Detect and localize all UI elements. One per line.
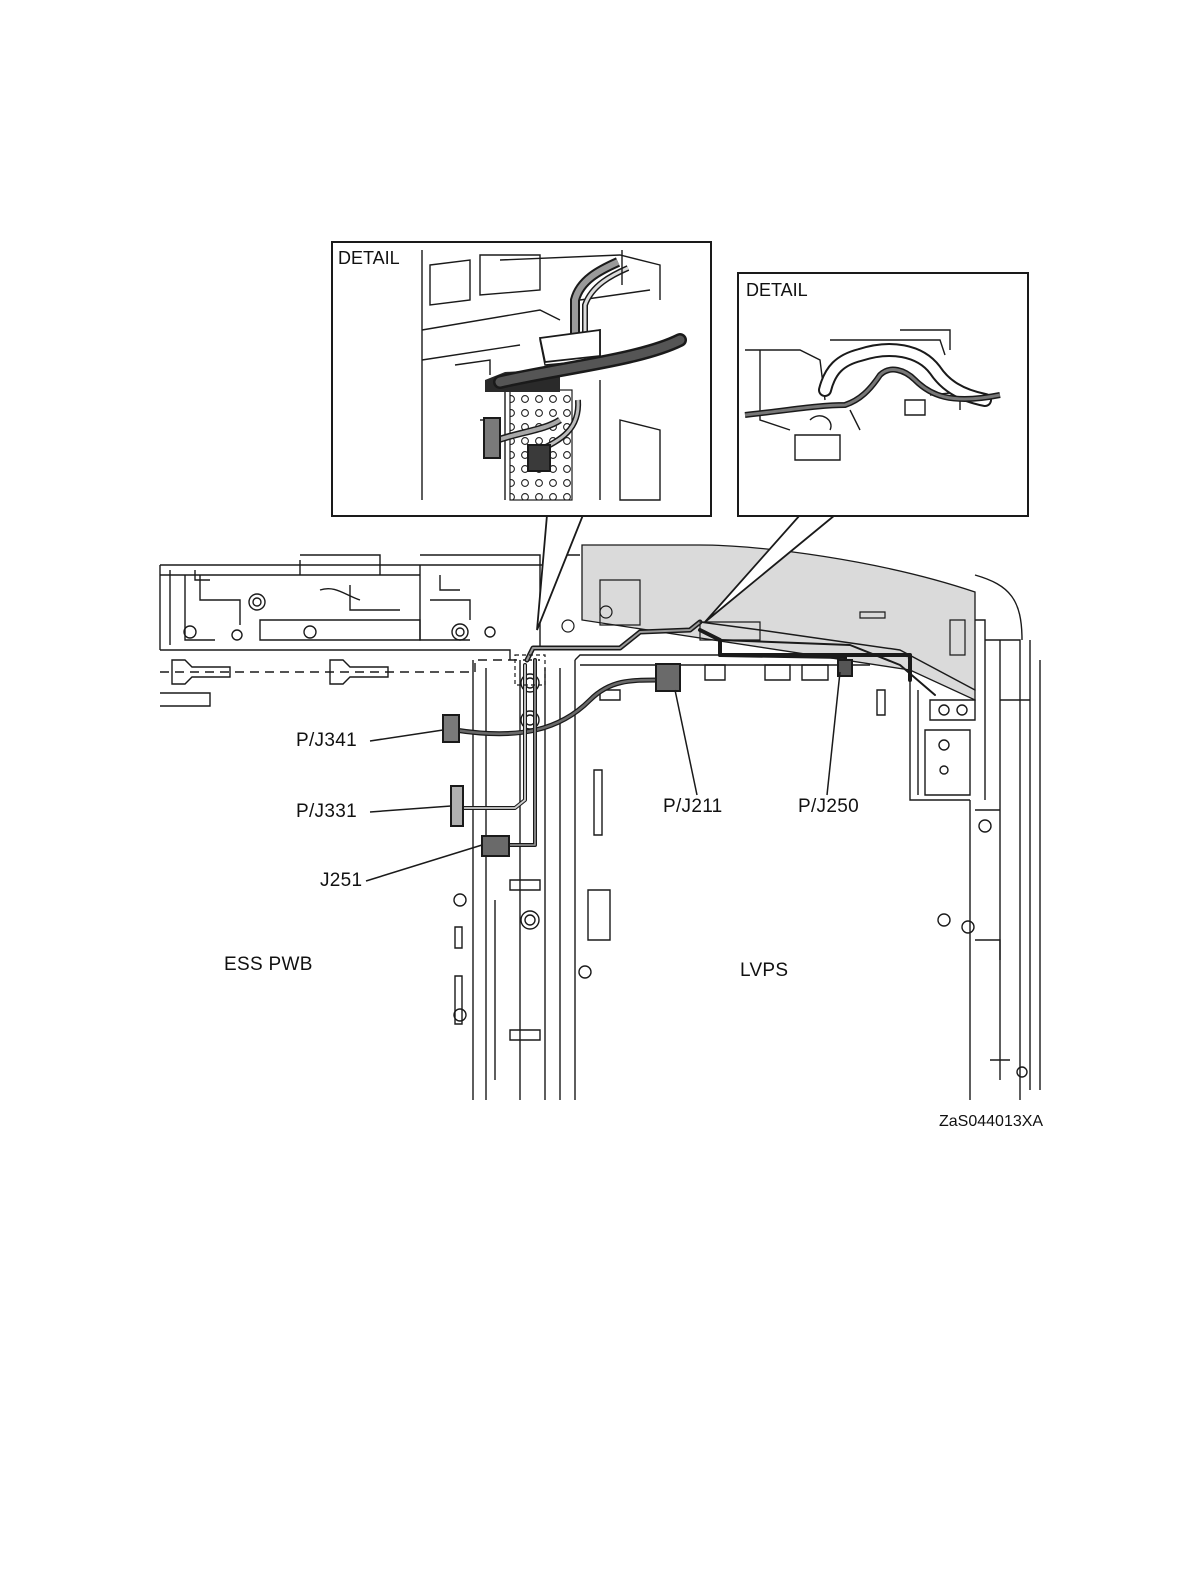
label-ess-pwb: ESS PWB bbox=[224, 954, 313, 976]
detail-right-title: DETAIL bbox=[746, 280, 808, 301]
label-j251: J251 bbox=[320, 870, 362, 892]
connector-pj211 bbox=[656, 664, 680, 691]
connector-pj341 bbox=[443, 715, 459, 742]
label-pj341: P/J341 bbox=[296, 730, 357, 752]
label-pj331: P/J331 bbox=[296, 801, 357, 823]
connector-j251 bbox=[482, 836, 509, 856]
label-lvps: LVPS bbox=[740, 960, 788, 982]
label-pj250: P/J250 bbox=[798, 796, 859, 818]
leader-lines bbox=[366, 672, 840, 881]
label-pj211: P/J211 bbox=[663, 796, 723, 818]
detail-left-title: DETAIL bbox=[338, 248, 400, 269]
connector-pj331 bbox=[451, 786, 463, 826]
figure-id: ZaS044013XA bbox=[939, 1113, 1043, 1131]
